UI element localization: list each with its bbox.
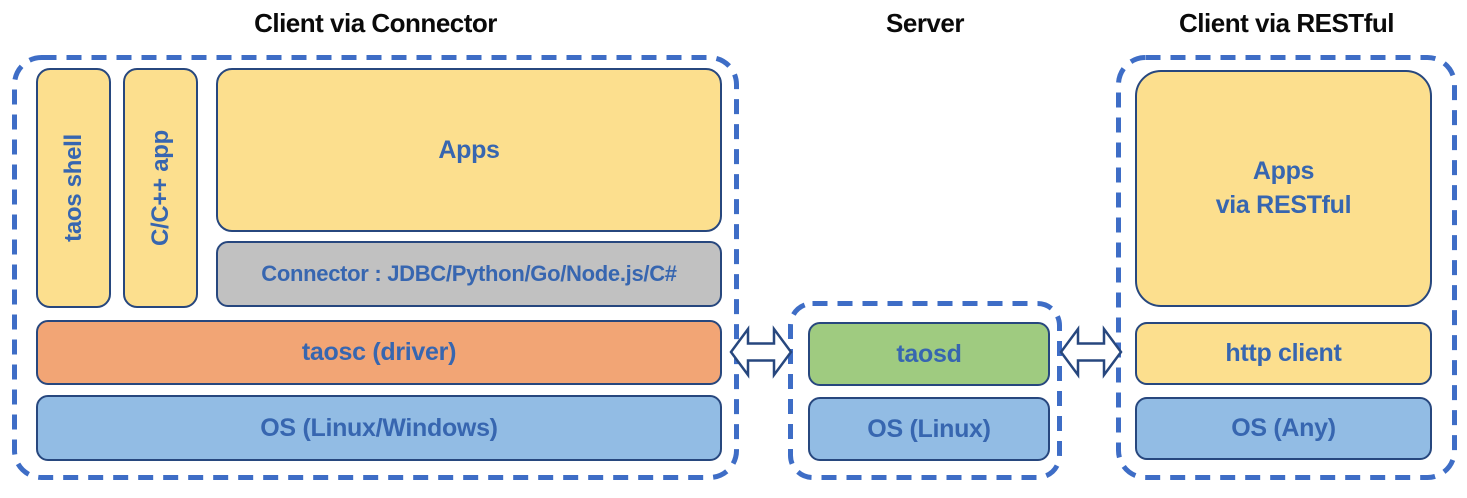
taosd-label: taosd: [896, 339, 962, 368]
os-linux-windows-box: OS (Linux/Windows): [36, 395, 722, 461]
cpp-app-label: C/C++ app: [146, 130, 174, 246]
os-linux-windows-label: OS (Linux/Windows): [260, 413, 498, 442]
apps-via-restful-box: Apps via RESTful: [1135, 70, 1432, 307]
connector-box: Connector : JDBC/Python/Go/Node.js/C#: [216, 241, 722, 307]
apps-label: Apps: [438, 135, 500, 164]
os-linux-label: OS (Linux): [867, 414, 991, 443]
apps-box: Apps: [216, 68, 722, 232]
os-linux-box: OS (Linux): [808, 397, 1050, 461]
http-client-box: http client: [1135, 322, 1432, 385]
taosc-driver-label: taosc (driver): [301, 338, 457, 366]
apps-via-restful-label-line1: Apps: [1252, 156, 1315, 185]
os-any-box: OS (Any): [1135, 397, 1432, 460]
taosc-driver-box: taosc (driver): [36, 320, 722, 385]
double-arrow-icon-left: [729, 325, 793, 379]
client-connector-title: Client via Connector: [254, 8, 497, 38]
connector-label: Connector : JDBC/Python/Go/Node.js/C#: [261, 261, 677, 286]
taosd-box: taosd: [808, 322, 1050, 386]
client-connector-dashed-frame: [12, 55, 739, 480]
client-restful-title: Client via RESTful: [1179, 8, 1394, 38]
taos-shell-box: taos shell: [36, 68, 111, 308]
http-client-label: http client: [1225, 339, 1342, 367]
server-title: Server: [886, 8, 964, 38]
client-restful-dashed-frame: [1116, 55, 1457, 480]
cpp-app-box: C/C++ app: [123, 68, 198, 308]
apps-via-restful-label-line2: via RESTful: [1215, 190, 1352, 219]
server-dashed-frame: [788, 301, 1062, 480]
apps-via-restful-label: Apps via RESTful: [1216, 155, 1352, 223]
os-any-label: OS (Any): [1231, 414, 1336, 442]
taos-shell-label: taos shell: [59, 134, 87, 242]
double-arrow-icon-right: [1059, 325, 1123, 379]
